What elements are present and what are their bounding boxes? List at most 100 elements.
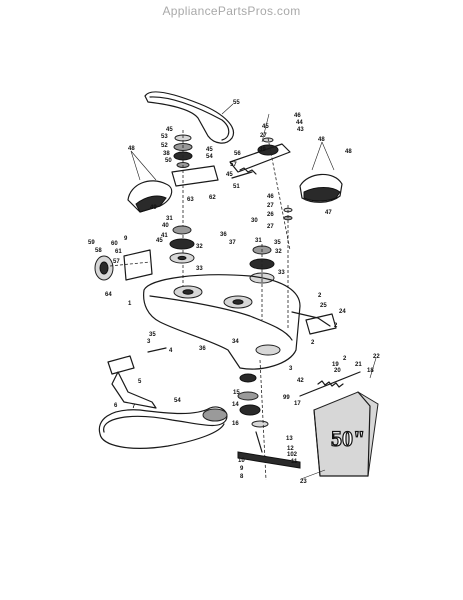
callout-1: 1 <box>128 301 132 307</box>
callout-43: 43 <box>297 127 304 133</box>
callout-57: 57 <box>230 162 237 168</box>
callout-15: 15 <box>233 390 240 396</box>
callout-45: 45 <box>226 172 233 178</box>
callout-8: 8 <box>240 474 244 480</box>
callout-27: 27 <box>267 203 274 209</box>
discharge-chute: 50" <box>313 391 379 477</box>
callout-64: 64 <box>105 292 112 298</box>
blade-spindle <box>237 359 301 481</box>
callout-2: 2 <box>343 356 347 362</box>
callout-36: 36 <box>199 346 206 352</box>
callout-62: 62 <box>209 195 216 201</box>
spindle-stack-left <box>171 130 219 300</box>
callout-9: 9 <box>124 236 128 242</box>
callout-33: 33 <box>278 270 285 276</box>
callout-20: 20 <box>334 368 341 374</box>
callout-35: 35 <box>274 240 281 246</box>
callout-34: 34 <box>232 339 239 345</box>
callout-38: 38 <box>163 151 170 157</box>
pulley-cover-left <box>127 180 173 213</box>
callout-47: 47 <box>325 210 332 216</box>
callout-46: 46 <box>294 113 301 119</box>
callout-35: 35 <box>149 332 156 338</box>
gauge-wheel-left <box>94 249 153 281</box>
idler-bracket-top <box>229 137 291 251</box>
callout-44: 44 <box>296 120 303 126</box>
callout-33: 33 <box>196 266 203 272</box>
callout-32: 32 <box>196 244 203 250</box>
callout-53: 53 <box>161 134 168 140</box>
callout-25: 25 <box>320 303 327 309</box>
callout-45: 45 <box>166 127 173 133</box>
callout-48: 48 <box>318 137 325 143</box>
callout-3: 3 <box>147 339 151 345</box>
callout-22: 22 <box>373 354 380 360</box>
spring-assembly-right <box>299 371 361 397</box>
callout-41: 41 <box>161 233 168 239</box>
callout-40: 40 <box>162 223 169 229</box>
callout-46: 46 <box>267 194 274 200</box>
callout-12: 12 <box>287 446 294 452</box>
callout-6: 6 <box>114 403 118 409</box>
callout-3: 3 <box>289 366 293 372</box>
callout-7: 7 <box>132 404 136 410</box>
callout-45: 45 <box>156 238 163 244</box>
callout-31: 31 <box>166 216 173 222</box>
watermark: AppliancePartsPros.com <box>162 4 301 18</box>
callout-2: 2 <box>318 293 322 299</box>
callout-52: 52 <box>161 143 168 149</box>
callout-59: 59 <box>88 240 95 246</box>
callout-32: 32 <box>275 249 282 255</box>
callout-11: 11 <box>291 459 298 465</box>
callout-54: 54 <box>174 398 181 404</box>
callout-42: 42 <box>297 378 304 384</box>
callout-18: 18 <box>367 368 374 374</box>
callout-48: 48 <box>345 149 352 155</box>
callout-labels: 55 45 53 52 38 50 45 54 56 57 45 27 39 4… <box>88 100 380 485</box>
callout-48: 48 <box>128 146 135 152</box>
callout-21: 21 <box>355 362 362 368</box>
spindle-stack-right <box>249 205 293 330</box>
callout-99: 99 <box>283 395 290 401</box>
callout-16: 16 <box>232 421 239 427</box>
callout-2: 2 <box>334 323 338 329</box>
callout-30: 30 <box>251 218 258 224</box>
leader-lines <box>130 103 377 480</box>
callout-58: 58 <box>95 248 102 254</box>
callout-9: 9 <box>240 466 244 472</box>
callout-45: 45 <box>262 124 269 130</box>
callout-55: 55 <box>233 100 240 106</box>
callout-51: 51 <box>233 184 240 190</box>
mower-deck <box>143 274 337 370</box>
callout-36: 36 <box>220 232 227 238</box>
callout-50: 50 <box>165 158 172 164</box>
callout-10: 10 <box>238 458 245 464</box>
callout-2: 2 <box>311 340 315 346</box>
callout-63: 63 <box>187 197 194 203</box>
hanger-bracket-left <box>107 347 167 409</box>
callout-61: 61 <box>115 249 122 255</box>
callout-57: 57 <box>113 259 120 265</box>
belt-55 <box>144 91 234 144</box>
callout-45: 45 <box>206 147 213 153</box>
spindle-stack-center <box>169 225 195 264</box>
callout-27: 27 <box>267 224 274 230</box>
callout-54: 54 <box>206 154 213 160</box>
callout-5: 5 <box>138 379 142 385</box>
callout-26: 26 <box>267 212 274 218</box>
callout-13: 13 <box>286 436 293 442</box>
callout-49: 49 <box>150 205 157 211</box>
deck-size-badge: 50" <box>331 426 365 451</box>
callout-19: 19 <box>332 362 339 368</box>
callout-23: 23 <box>300 479 307 485</box>
callout-24: 24 <box>339 309 346 315</box>
callout-17: 17 <box>294 401 301 407</box>
callout-102: 102 <box>287 452 298 458</box>
callout-4: 4 <box>169 348 173 354</box>
pulley-cover-right <box>299 173 343 203</box>
callout-56: 56 <box>234 151 241 157</box>
callout-39: 39 <box>259 147 266 153</box>
callout-31: 31 <box>255 238 262 244</box>
callout-60: 60 <box>111 241 118 247</box>
